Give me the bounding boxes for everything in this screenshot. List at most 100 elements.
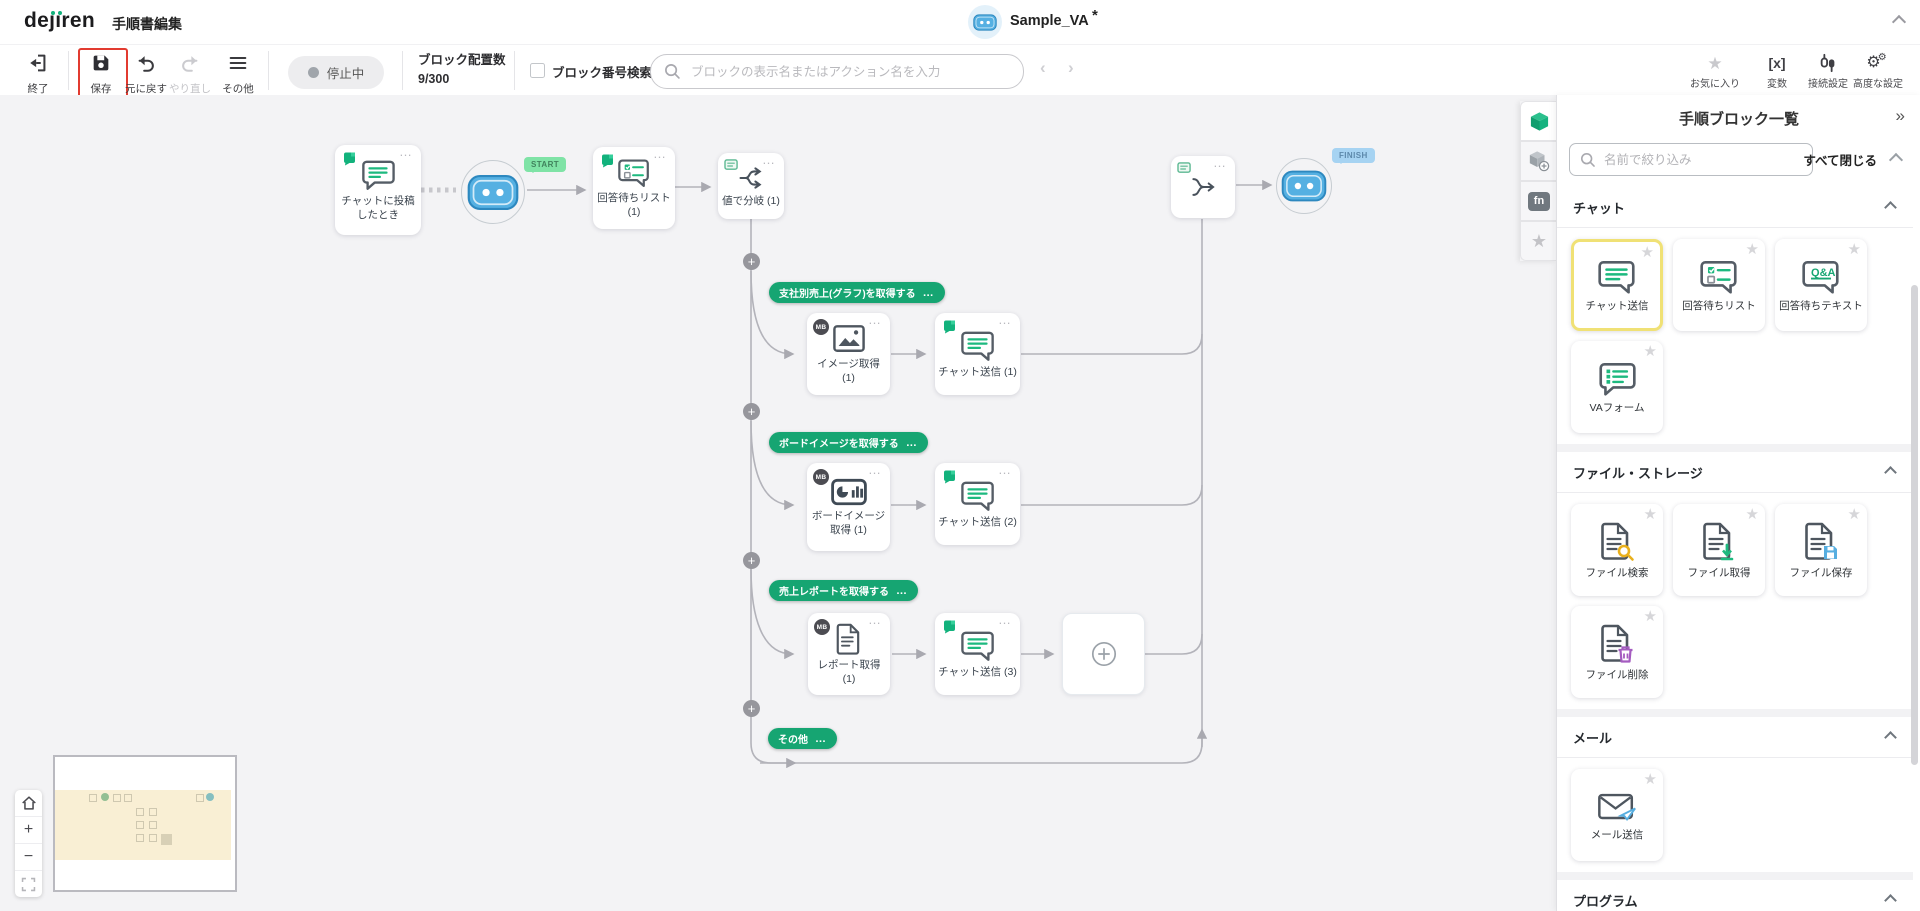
fit-view-button[interactable] [15,871,42,897]
block-search-input[interactable] [689,56,1013,87]
search-prev-button[interactable]: ‹ [1040,58,1046,77]
flow-node-wait-list[interactable]: … 回答待ちリスト (1) [593,146,675,229]
favorite-star-icon[interactable]: ★ [1643,608,1657,625]
minimap[interactable] [53,755,237,892]
palette-card-va-form[interactable]: ★ VAフォーム [1571,341,1663,433]
palette-card-file-delete[interactable]: ★ ファイル削除 [1571,606,1663,698]
zoom-out-button[interactable]: − [15,844,42,871]
add-branch-button[interactable]: + [743,253,760,270]
favorite-star-icon[interactable]: ★ [1745,506,1759,523]
chevron-up-icon[interactable] [1888,152,1904,168]
tab-blocks[interactable] [1520,101,1557,141]
advanced-settings-button[interactable]: ⚙⚙ 高度な設定 [1847,52,1909,91]
page-title: 手順書編集 [112,16,182,32]
node-menu-button[interactable]: … [399,144,413,159]
node-menu-button[interactable]: … [1213,155,1227,170]
flow-node-chat-send-1[interactable]: … チャット送信 (1) [935,312,1020,395]
minimap-node [161,834,172,845]
node-menu-button[interactable]: … [868,462,882,477]
start-robot-node[interactable] [461,160,525,224]
va-avatar[interactable] [968,5,1002,39]
finish-robot-node[interactable] [1276,158,1332,214]
favorite-star-icon[interactable]: ★ [1847,241,1861,258]
tab-functions[interactable]: fn [1520,181,1557,221]
branch-label-pill[interactable]: 売上レポートを取得する … [769,580,918,601]
node-menu-button[interactable]: … [868,312,882,327]
branch-menu-button[interactable]: … [905,436,918,449]
branch-menu-button[interactable]: … [922,286,935,299]
palette-card-file-save[interactable]: ★ ファイル保存 [1775,504,1867,596]
favorite-star-icon[interactable]: ★ [1745,241,1759,258]
save-icon [93,55,109,71]
more-button[interactable]: その他 [210,52,266,96]
zoom-in-button[interactable]: + [15,817,42,844]
node-menu-button[interactable]: … [868,612,882,627]
card-label: ファイル検索 [1585,566,1649,579]
node-menu-button[interactable]: … [762,152,776,167]
flow-node-trigger[interactable]: … チャットに投稿したとき [335,144,421,235]
node-menu-button[interactable]: … [998,612,1012,627]
node-menu-button[interactable]: … [998,462,1012,477]
palette-filter-input[interactable] [1602,145,1806,174]
branch-menu-button[interactable]: … [896,584,908,597]
add-branch-button[interactable]: + [743,403,760,420]
favorite-star-icon[interactable]: ★ [1643,771,1657,788]
favorites-button[interactable]: ★ お気に入り [1684,53,1746,91]
branch-label-pill[interactable]: 支社別売上(グラフ)を取得する … [769,282,945,303]
palette-card-wait-text[interactable]: ★ 回答待ちテキスト [1775,239,1867,331]
redo-button[interactable]: やり直し [162,52,218,96]
collapse-panel-button[interactable]: » [1895,106,1905,125]
section-header-program[interactable]: プログラム [1557,880,1913,911]
flow-node-image-get[interactable]: MB … イメージ取得 (1) [807,312,890,395]
node-label: チャットに投稿したとき [341,194,415,221]
flow-node-merge[interactable]: … [1171,155,1235,218]
connection-settings-label: 接続設定 [1808,79,1848,90]
flow-node-chat-send-2[interactable]: … チャット送信 (2) [935,462,1020,545]
variables-button[interactable]: [x] 変数 [1746,53,1808,90]
branch-label-pill[interactable]: その他 … [768,728,837,749]
node-menu-button[interactable]: … [653,146,667,161]
palette-card-wait-list[interactable]: ★ 回答待ちリスト [1673,239,1765,331]
home-view-button[interactable] [15,790,42,817]
palette-card-file-search[interactable]: ★ ファイル検索 [1571,504,1663,596]
dejiren-badge-icon [944,470,955,484]
connection-settings-button[interactable]: 接続設定 [1797,53,1859,90]
cube-icon [1530,111,1548,131]
va-name[interactable]: Sample_VA [1010,13,1089,29]
favorite-star-icon[interactable]: ★ [1847,506,1861,523]
tab-favorites[interactable]: ★ [1520,221,1557,261]
add-block-slot[interactable] [1062,613,1145,695]
collapse-all-button[interactable]: すべて閉じる [1803,154,1877,168]
collapse-header-button[interactable] [1891,14,1908,30]
logo-dot-icon [51,11,55,15]
minimap-node [196,794,204,802]
flow-node-chat-send-3[interactable]: … チャット送信 (3) [935,612,1020,695]
mini-block-icon [1177,162,1191,173]
add-branch-button[interactable]: + [743,552,760,569]
palette-card-file-get[interactable]: ★ ファイル取得 [1673,504,1765,596]
flow-node-board-image-get[interactable]: MB … ボードイメージ取得 (1) [807,462,890,551]
branch-label-pill[interactable]: ボードイメージを取得する … [769,432,928,453]
node-menu-button[interactable]: … [998,312,1012,327]
search-next-button[interactable]: › [1068,58,1074,77]
palette-card-mail-send[interactable]: ★ メール送信 [1571,769,1663,861]
favorite-star-icon[interactable]: ★ [1643,506,1657,523]
favorite-star-icon[interactable]: ★ [1640,244,1654,261]
palette-title: 手順ブロック一覧 [1678,111,1799,128]
save-button[interactable]: 保存 [73,52,129,96]
exit-button[interactable]: 終了 [10,52,66,96]
tab-custom-blocks[interactable] [1520,141,1557,181]
merge-icon [1192,178,1215,196]
add-branch-button[interactable]: + [743,700,760,717]
undo-button[interactable]: 元に戻す [118,52,174,96]
flow-node-branch[interactable]: … 値で分岐 (1) [718,152,784,219]
palette-card-chat-send[interactable]: ★ チャット送信 [1571,239,1663,331]
section-header-mail[interactable]: メール [1557,717,1913,758]
panel-scrollbar[interactable] [1911,285,1918,765]
flow-node-report-get[interactable]: MB … レポート取得 (1) [808,612,890,695]
section-header-file-storage[interactable]: ファイル・ストレージ [1557,452,1913,493]
section-header-chat[interactable]: チャット [1557,187,1913,228]
block-number-search-checkbox[interactable] [530,63,545,78]
branch-menu-button[interactable]: … [815,732,827,745]
favorite-star-icon[interactable]: ★ [1643,343,1657,360]
